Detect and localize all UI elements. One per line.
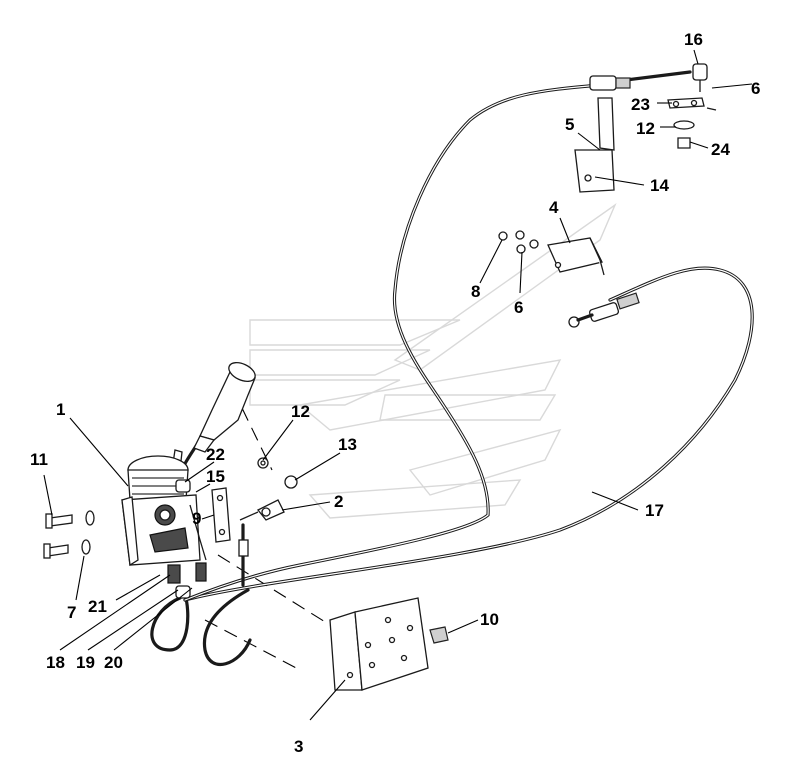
bracket-5 <box>574 97 615 193</box>
shifter-housing <box>121 455 207 599</box>
cable-17 <box>150 266 754 667</box>
callout-2: 2 <box>334 492 343 511</box>
callout-4: 4 <box>549 198 559 217</box>
plate-9 <box>211 487 231 543</box>
callout-24: 24 <box>711 140 730 159</box>
callout-labels: 1 2 3 4 5 6 6 7 8 9 10 11 12 12 13 14 15… <box>30 30 760 756</box>
callout-19: 19 <box>76 653 95 672</box>
callout-3: 3 <box>294 737 303 756</box>
callout-16: 16 <box>684 30 703 49</box>
callout-5: 5 <box>565 115 574 134</box>
callout-18: 18 <box>46 653 65 672</box>
callout-20: 20 <box>104 653 123 672</box>
washer-12-nut-13 <box>257 457 298 489</box>
callout-6-middle: 6 <box>514 298 523 317</box>
callout-1: 1 <box>56 400 65 419</box>
callout-22: 22 <box>206 445 225 464</box>
callout-21: 21 <box>88 597 107 616</box>
callout-12-upper: 12 <box>636 119 655 138</box>
cable-end-middle <box>568 292 640 328</box>
callout-11: 11 <box>30 450 48 469</box>
callout-7: 7 <box>67 603 76 622</box>
callout-14: 14 <box>650 176 669 195</box>
cable-end-16 <box>589 63 708 92</box>
callout-12-lower: 12 <box>291 402 310 421</box>
callout-9: 9 <box>192 509 201 528</box>
mount-plate-3 <box>329 597 449 691</box>
callout-17: 17 <box>645 501 664 520</box>
callout-15: 15 <box>206 467 225 486</box>
bolts-11-7 <box>43 510 95 559</box>
cable-upper <box>183 70 692 602</box>
callout-10: 10 <box>480 610 499 629</box>
bracket-4 <box>498 230 605 276</box>
callout-23: 23 <box>631 95 650 114</box>
callout-8: 8 <box>471 282 480 301</box>
cable-end-2 <box>238 499 285 587</box>
callout-13: 13 <box>338 435 357 454</box>
callout-6-upper: 6 <box>751 79 760 98</box>
leader-lines <box>43 49 753 721</box>
watermark-logo <box>249 203 617 519</box>
hardware-23-12-24 <box>667 97 717 149</box>
